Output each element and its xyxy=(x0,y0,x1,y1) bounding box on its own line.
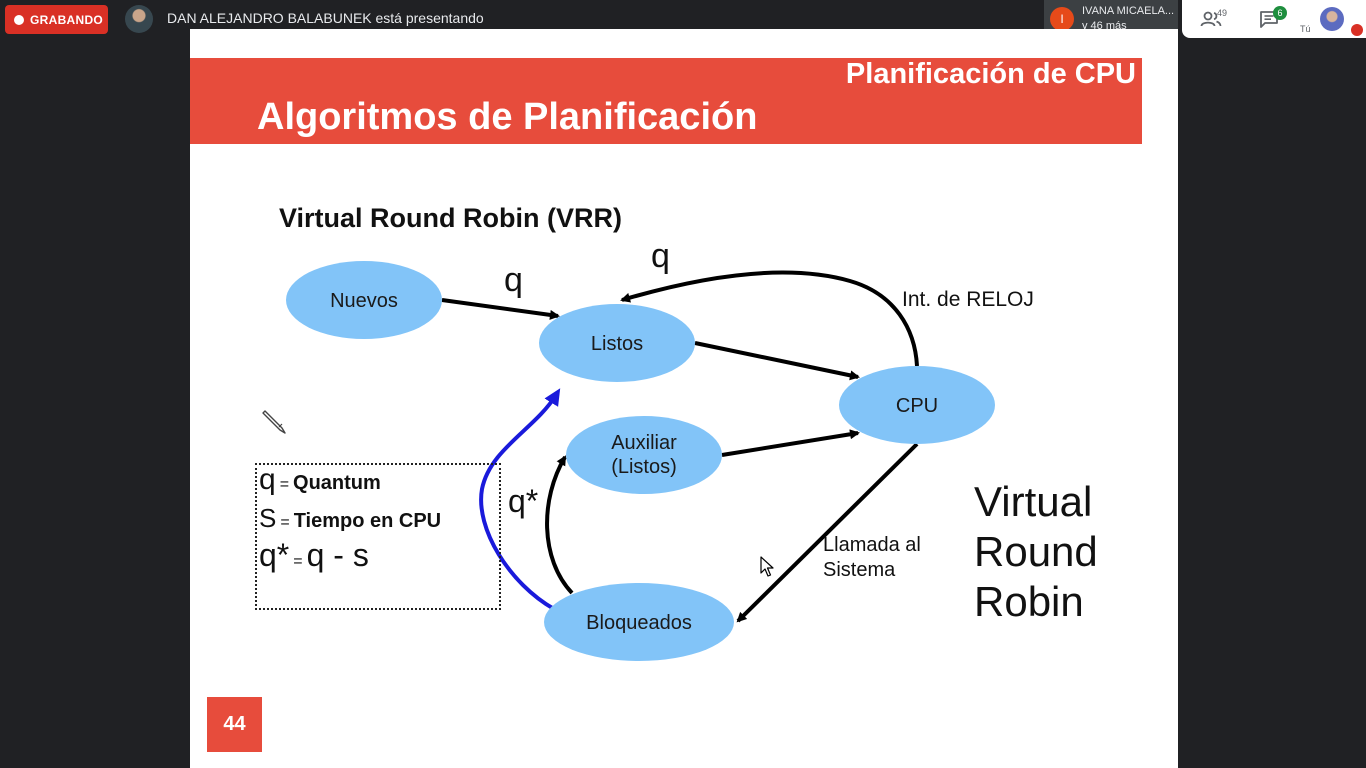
people-button[interactable] xyxy=(1196,6,1226,32)
edge-bloqueados-auxiliar xyxy=(545,455,574,595)
legend-row-qstar: q*=q - s xyxy=(259,537,369,574)
node-listos-label: Listos xyxy=(591,333,643,355)
edge-auxiliar-cpu xyxy=(721,429,860,457)
legend-q-text: Quantum xyxy=(293,472,381,494)
node-bloqueados: Bloqueados xyxy=(544,583,734,661)
people-icon xyxy=(1200,11,1222,27)
section-title: Planificación de CPU xyxy=(845,58,1136,90)
node-cpu-label: CPU xyxy=(896,395,938,417)
label-q-star: q* xyxy=(508,483,538,519)
mouse-cursor-icon xyxy=(760,556,774,577)
node-auxiliar: Auxiliar (Listos) xyxy=(566,416,722,494)
label-syscall-1: Llamada al xyxy=(823,534,921,556)
annotation-blue-arrow xyxy=(479,388,561,611)
legend-box: q=Quantum S=Tiempo en CPU q*=q - s xyxy=(255,463,501,610)
diagram-title: Virtual Round Robin (VRR) xyxy=(279,203,622,233)
node-cpu: CPU xyxy=(839,366,995,444)
label-q-top: q xyxy=(651,237,670,275)
legend-s-text: Tiempo en CPU xyxy=(293,510,442,532)
pen-tool-icon[interactable] xyxy=(262,408,288,434)
legend-qstar-eq: = xyxy=(293,553,303,570)
presenter-avatar xyxy=(125,5,153,33)
slide-page-number: 44 xyxy=(207,697,262,752)
node-auxiliar-label-2: (Listos) xyxy=(611,456,677,478)
legend-row-s: S=Tiempo en CPU xyxy=(259,503,441,534)
label-clock-interrupt: Int. de RELOJ xyxy=(902,288,1034,311)
legend-q-symbol: q xyxy=(259,463,276,496)
node-listos: Listos xyxy=(539,304,695,382)
edge-cpu-listos-timeout xyxy=(620,270,919,367)
recording-badge[interactable]: GRABANDO xyxy=(5,5,108,34)
participant-name: IVANA MICAELA... xyxy=(1082,5,1175,17)
edge-cpu-bloqueados xyxy=(736,442,919,623)
self-avatar[interactable] xyxy=(1320,7,1344,31)
slide-title: Algoritmos de Planificación xyxy=(257,96,758,138)
participant-avatar: I xyxy=(1050,7,1074,31)
legend-row-q: q=Quantum xyxy=(259,463,381,497)
legend-s-symbol: S xyxy=(259,503,277,533)
legend-qstar-symbol: q* xyxy=(259,537,290,573)
self-label: Tú xyxy=(1300,24,1311,34)
legend-q-eq: = xyxy=(279,476,290,493)
legend-s-eq: = xyxy=(280,514,290,531)
side-caption-line-1: Virtual xyxy=(974,478,1093,525)
node-nuevos: Nuevos xyxy=(286,261,442,339)
recording-label: GRABANDO xyxy=(30,12,104,27)
side-caption-line-2: Round xyxy=(974,528,1098,575)
node-auxiliar-label-1: Auxiliar xyxy=(611,432,677,454)
presentation-slide: Planificación de CPU Algoritmos de Plani… xyxy=(190,29,1178,768)
mic-off-icon xyxy=(1351,24,1363,36)
vrr-diagram: Nuevos Listos CPU Auxiliar (Listos) Bloq… xyxy=(286,237,1034,661)
chat-count-badge: 6 xyxy=(1273,6,1287,20)
node-bloqueados-label: Bloqueados xyxy=(586,612,692,634)
label-q-nuevos: q xyxy=(504,261,523,299)
presenter-status-text: DAN ALEJANDRO BALABUNEK está presentando xyxy=(167,10,484,26)
side-caption-line-3: Robin xyxy=(974,578,1084,625)
people-count: 49 xyxy=(1217,8,1228,18)
edge-nuevos-listos xyxy=(441,298,560,320)
record-dot-icon xyxy=(14,14,24,25)
label-syscall-2: Sistema xyxy=(823,559,896,581)
edge-listos-cpu xyxy=(694,341,860,381)
legend-qstar-formula: q - s xyxy=(306,537,369,573)
node-nuevos-label: Nuevos xyxy=(330,290,398,312)
title-banner: Planificación de CPU Algoritmos de Plani… xyxy=(190,58,1142,144)
side-caption: Virtual Round Robin xyxy=(974,477,1164,627)
